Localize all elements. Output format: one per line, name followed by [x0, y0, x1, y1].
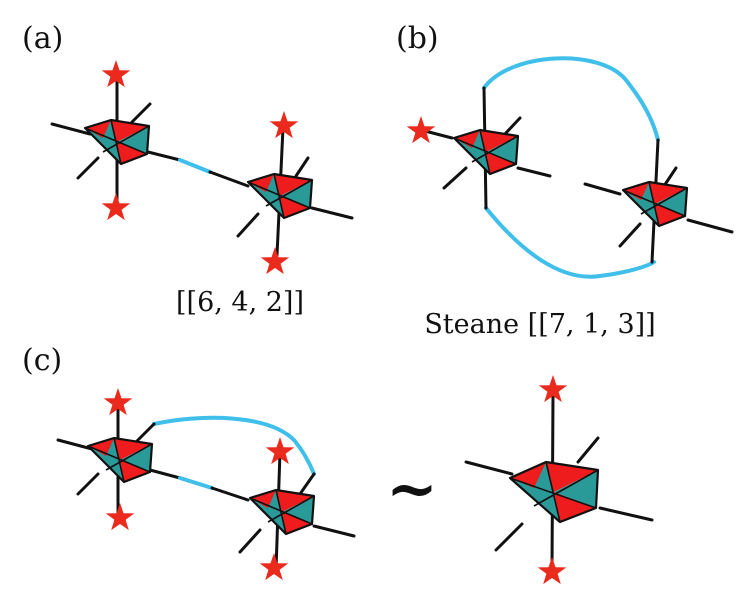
panel-c: (c) ~: [22, 343, 654, 585]
logical-leg-star: [101, 193, 131, 221]
panel-a-label: (a): [22, 21, 63, 56]
logical-leg-star: [259, 553, 289, 581]
bond-edge: [484, 206, 656, 279]
tensor-node-2: [236, 126, 354, 257]
panel-a: (a) [[6, 4, 2]]: [22, 21, 354, 318]
tensor-node-4: [583, 138, 734, 264]
tensor-node-1: [50, 73, 152, 202]
logical-leg-star: [537, 557, 567, 585]
panel-c-label: (c): [22, 343, 62, 378]
bond-edge: [178, 158, 212, 174]
logical-leg-star: [105, 503, 135, 531]
equivalence-symbol: ~: [386, 452, 438, 525]
panel-b: (b) Steane [[7, 1, 3]]: [396, 21, 734, 340]
tensor-node-6: [238, 450, 356, 572]
bond-edge: [152, 415, 316, 476]
bond-edge: [178, 476, 214, 490]
bond-edge: [482, 56, 660, 142]
tensor-node-5: [56, 400, 156, 522]
panel-b-label: (b): [396, 21, 439, 56]
logical-leg-star: [406, 116, 436, 144]
code-caption-a: [[6, 4, 2]]: [176, 287, 304, 318]
tensor-node-3: [423, 86, 552, 210]
code-caption-b: Steane [[7, 1, 3]]: [424, 309, 655, 340]
logical-leg-star: [260, 247, 290, 275]
merged-tensor-node: [464, 393, 654, 570]
